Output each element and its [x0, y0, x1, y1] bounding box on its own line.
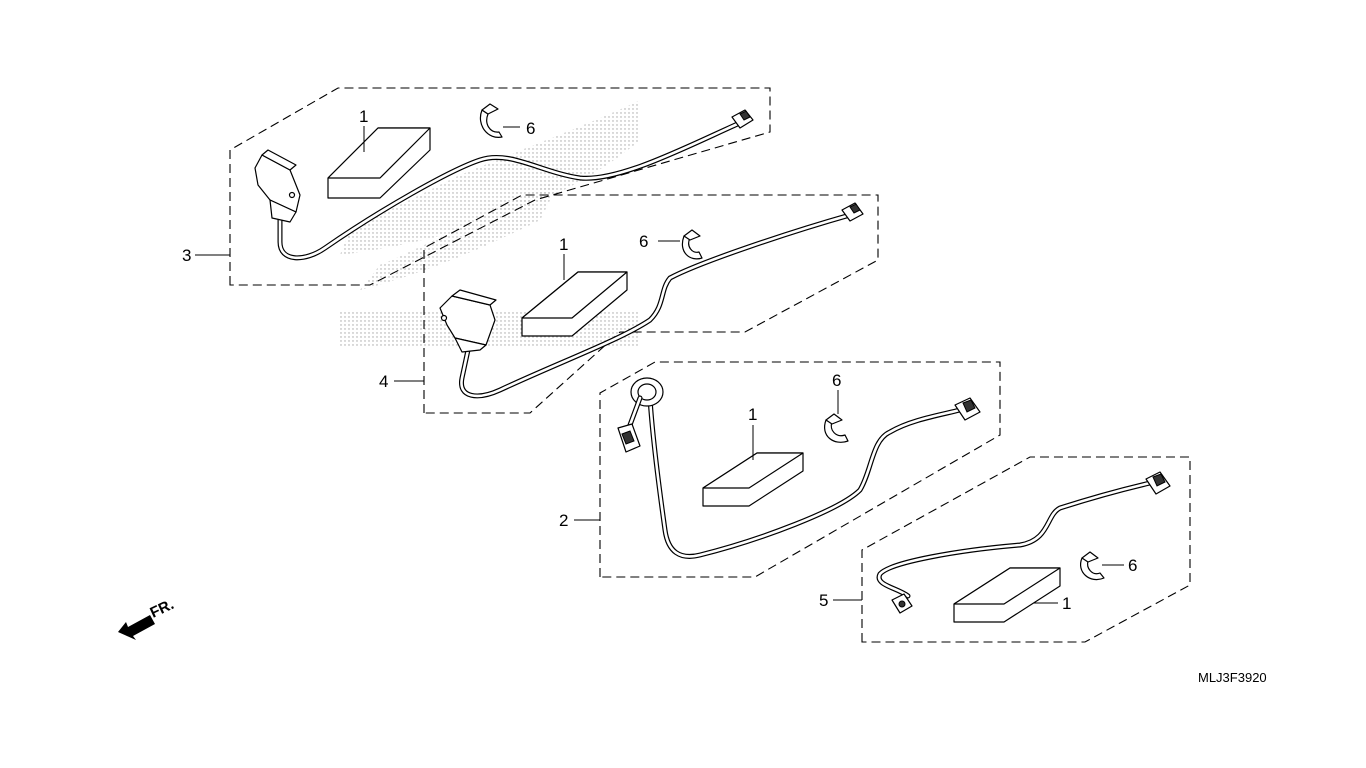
pad-4: [521, 271, 628, 337]
pad-3-label: 1: [359, 107, 368, 126]
group-3-label: 3: [182, 246, 191, 265]
clip-2-label: 6: [832, 371, 841, 390]
kit-group-2: 2 1 6: [559, 361, 1001, 578]
group-5-outline: [861, 456, 1191, 643]
kit-group-4: 4 1 6: [379, 194, 879, 414]
clip-4-label: 6: [639, 232, 648, 251]
grommet-2: [630, 377, 664, 407]
group-2-label: 2: [559, 511, 568, 530]
connector-5b: [1145, 471, 1171, 495]
clip-4: [681, 229, 703, 260]
group-4-outline: [423, 194, 879, 414]
pad-5: [953, 567, 1061, 623]
kit-group-3: 3 1 6: [182, 87, 771, 286]
clip-3-label: 6: [526, 119, 535, 138]
group-5-label: 5: [819, 591, 828, 610]
clip-5-label: 6: [1128, 556, 1137, 575]
clip-3: [479, 103, 503, 138]
diagram-code: MLJ3F3920: [1198, 670, 1267, 685]
front-arrow-icon: [118, 615, 155, 640]
pad-4-label: 1: [559, 235, 568, 254]
clip-2: [824, 413, 849, 443]
pad-2-label: 1: [748, 405, 757, 424]
group-4-harness: [459, 212, 853, 399]
group-2-outline: [599, 361, 1001, 578]
connector-2b: [954, 397, 981, 421]
pad-2: [702, 452, 804, 507]
connector-2a: [617, 423, 641, 453]
control-unit-3: [254, 149, 301, 223]
group-4-label: 4: [379, 372, 388, 391]
kit-group-5: 5 1 6: [819, 456, 1191, 643]
connector-3: [731, 109, 754, 129]
pad-5-label: 1: [1062, 594, 1071, 613]
clip-5: [1080, 551, 1105, 581]
front-label: FR.: [148, 596, 177, 622]
front-direction-indicator: FR.: [118, 596, 177, 640]
connector-4: [841, 202, 864, 222]
pad-3: [327, 127, 431, 199]
group-3-outline: [229, 87, 771, 286]
control-unit-4: [439, 289, 497, 353]
connector-5a: [891, 593, 913, 614]
